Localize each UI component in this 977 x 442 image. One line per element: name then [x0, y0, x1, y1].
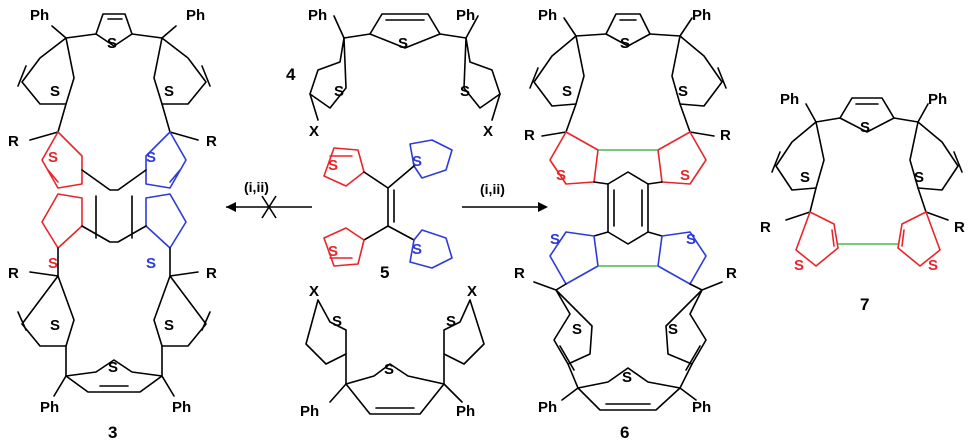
svg-text:R: R	[954, 219, 965, 236]
condition-left: (i,ii)	[244, 179, 269, 195]
svg-text:X: X	[309, 283, 319, 300]
svg-text:R: R	[8, 265, 19, 282]
svg-text:S: S	[164, 83, 174, 100]
svg-text:S: S	[328, 243, 338, 260]
svg-text:S: S	[146, 149, 156, 166]
svg-text:S: S	[914, 169, 924, 186]
compound-label-4: 4	[286, 65, 296, 84]
svg-text:Ph: Ph	[692, 7, 711, 24]
svg-text:S: S	[680, 167, 690, 184]
compound-7-structure: Ph Ph S S S R R S S 7	[760, 91, 965, 314]
svg-text:S: S	[622, 369, 632, 386]
svg-text:S: S	[860, 119, 870, 136]
svg-text:Ph: Ph	[30, 7, 49, 24]
svg-text:S: S	[334, 83, 344, 100]
svg-text:S: S	[686, 231, 696, 248]
svg-text:R: R	[514, 265, 525, 282]
svg-text:S: S	[550, 231, 560, 248]
svg-text:S: S	[146, 255, 156, 272]
svg-text:S: S	[620, 35, 630, 52]
compound-3-structure: S Ph Ph S S R R S S S S R R S S Ph P	[8, 7, 217, 442]
svg-text:S: S	[328, 157, 338, 174]
svg-text:Ph: Ph	[538, 399, 557, 416]
compound-5-structure: S S S S 5	[323, 139, 453, 282]
svg-text:R: R	[524, 127, 535, 144]
svg-text:S: S	[48, 255, 58, 272]
svg-text:S: S	[398, 35, 408, 52]
svg-text:S: S	[572, 321, 582, 338]
svg-text:S: S	[794, 257, 804, 274]
svg-text:R: R	[8, 133, 19, 150]
svg-text:S: S	[164, 317, 174, 334]
svg-text:X: X	[309, 123, 319, 140]
svg-text:S: S	[332, 313, 342, 330]
svg-text:S: S	[460, 83, 470, 100]
svg-text:S: S	[50, 83, 60, 100]
svg-text:Ph: Ph	[456, 7, 475, 24]
svg-text:R: R	[206, 133, 217, 150]
svg-text:R: R	[720, 127, 731, 144]
svg-text:Ph: Ph	[780, 91, 799, 108]
compound-label-6: 6	[620, 423, 629, 442]
svg-text:S: S	[800, 169, 810, 186]
svg-text:S: S	[668, 321, 678, 338]
svg-text:Ph: Ph	[308, 7, 327, 24]
condition-right: (i,ii)	[480, 181, 505, 197]
svg-text:X: X	[483, 123, 493, 140]
svg-text:Ph: Ph	[456, 403, 475, 420]
svg-text:R: R	[726, 265, 737, 282]
svg-text:S: S	[48, 149, 58, 166]
svg-text:S: S	[556, 167, 566, 184]
svg-text:S: S	[678, 83, 688, 100]
svg-text:S: S	[412, 153, 422, 170]
svg-text:S: S	[412, 241, 422, 258]
svg-text:X: X	[467, 283, 477, 300]
svg-text:S: S	[928, 257, 938, 274]
svg-text:R: R	[206, 265, 217, 282]
svg-text:Ph: Ph	[928, 91, 947, 108]
compound-label-3: 3	[108, 423, 117, 442]
svg-text:Ph: Ph	[172, 399, 191, 416]
svg-text:Ph: Ph	[538, 7, 557, 24]
compound-6-structure: Ph Ph S S S R R S S S S R R S S Ph P	[514, 7, 737, 442]
arrow-to-6: (i,ii)	[462, 181, 548, 212]
svg-text:R: R	[760, 219, 771, 236]
svg-text:Ph: Ph	[692, 399, 711, 416]
svg-text:Ph: Ph	[300, 403, 319, 420]
svg-text:S: S	[562, 83, 572, 100]
svg-text:S: S	[446, 313, 456, 330]
compound-label-5: 5	[380, 263, 389, 282]
svg-text:S: S	[108, 359, 118, 376]
svg-text:Ph: Ph	[40, 399, 59, 416]
compound-4-bottom: X X S S Ph Ph S	[300, 283, 485, 420]
svg-text:S: S	[50, 317, 60, 334]
compound-4-top: Ph Ph S S S X X 4	[286, 7, 501, 140]
svg-text:S: S	[107, 35, 117, 52]
arrow-to-3-blocked: (i,ii)	[226, 179, 312, 219]
svg-text:S: S	[384, 361, 394, 378]
svg-text:Ph: Ph	[186, 7, 205, 24]
compound-label-7: 7	[860, 295, 869, 314]
